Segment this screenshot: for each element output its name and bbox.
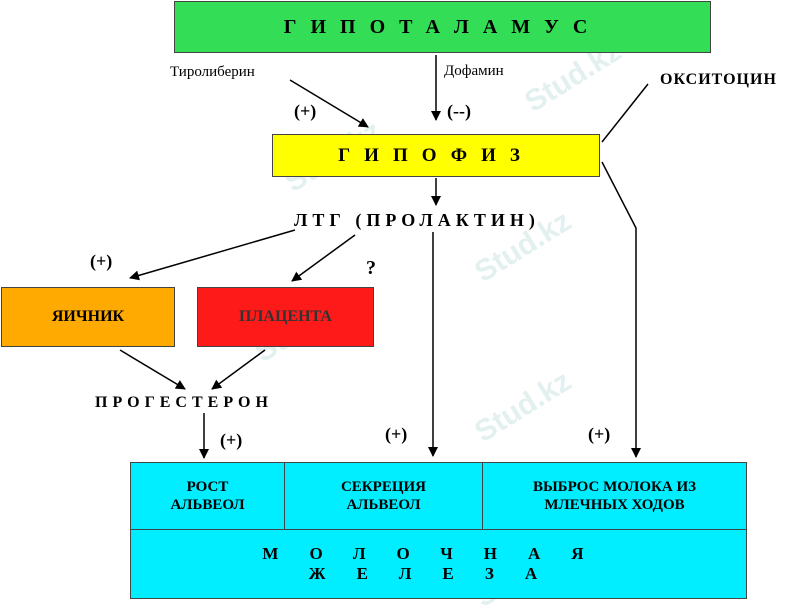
placenta-box: ПЛАЦЕНТА bbox=[197, 287, 374, 347]
dopamine-label: Дофамин bbox=[444, 63, 504, 79]
arrow-oxytocin-ejection bbox=[601, 161, 641, 458]
arrow-placenta-progesterone bbox=[211, 349, 266, 390]
oxytocin-label: ОКСИТОЦИН bbox=[660, 71, 777, 88]
arrow-ltg-ovary bbox=[129, 229, 296, 281]
plus-sign: (+) bbox=[90, 251, 113, 271]
tyroliberin-label: Тиролиберин bbox=[170, 64, 255, 80]
plus-sign: (+) bbox=[220, 430, 243, 450]
minus-sign: (--) bbox=[447, 101, 471, 121]
line-oxytocin bbox=[601, 83, 649, 143]
plus-sign: (+) bbox=[294, 101, 317, 121]
mammary-gland-box: МОЛОЧНАЯ ЖЕЛЕЗА bbox=[130, 529, 747, 599]
arrow-tyroliberin bbox=[289, 79, 369, 128]
hypothalamus-box: ГИПОТАЛАМУС bbox=[174, 1, 711, 53]
progesterone-label: ПРОГЕСТЕРОН bbox=[95, 394, 273, 411]
arrow-ltg-placenta bbox=[291, 234, 356, 282]
plus-sign: (+) bbox=[385, 424, 408, 444]
arrow-ovary-progesterone bbox=[119, 349, 186, 390]
plus-sign: (+) bbox=[588, 424, 611, 444]
question-mark: ? bbox=[366, 257, 376, 279]
pituitary-box: ГИПОФИЗ bbox=[272, 134, 600, 177]
ltg-label: ЛТГ (ПРОЛАКТИН) bbox=[294, 210, 540, 230]
connector-lines bbox=[119, 55, 649, 459]
alveoli-growth-box: РОСТ АЛЬВЕОЛ bbox=[130, 462, 285, 530]
milk-ejection-box: ВЫБРОС МОЛОКА ИЗ МЛЕЧНЫХ ХОДОВ bbox=[482, 462, 747, 530]
alveoli-secretion-box: СЕКРЕЦИЯ АЛЬВЕОЛ bbox=[284, 462, 483, 530]
ovary-box: ЯИЧНИК bbox=[1, 287, 175, 347]
